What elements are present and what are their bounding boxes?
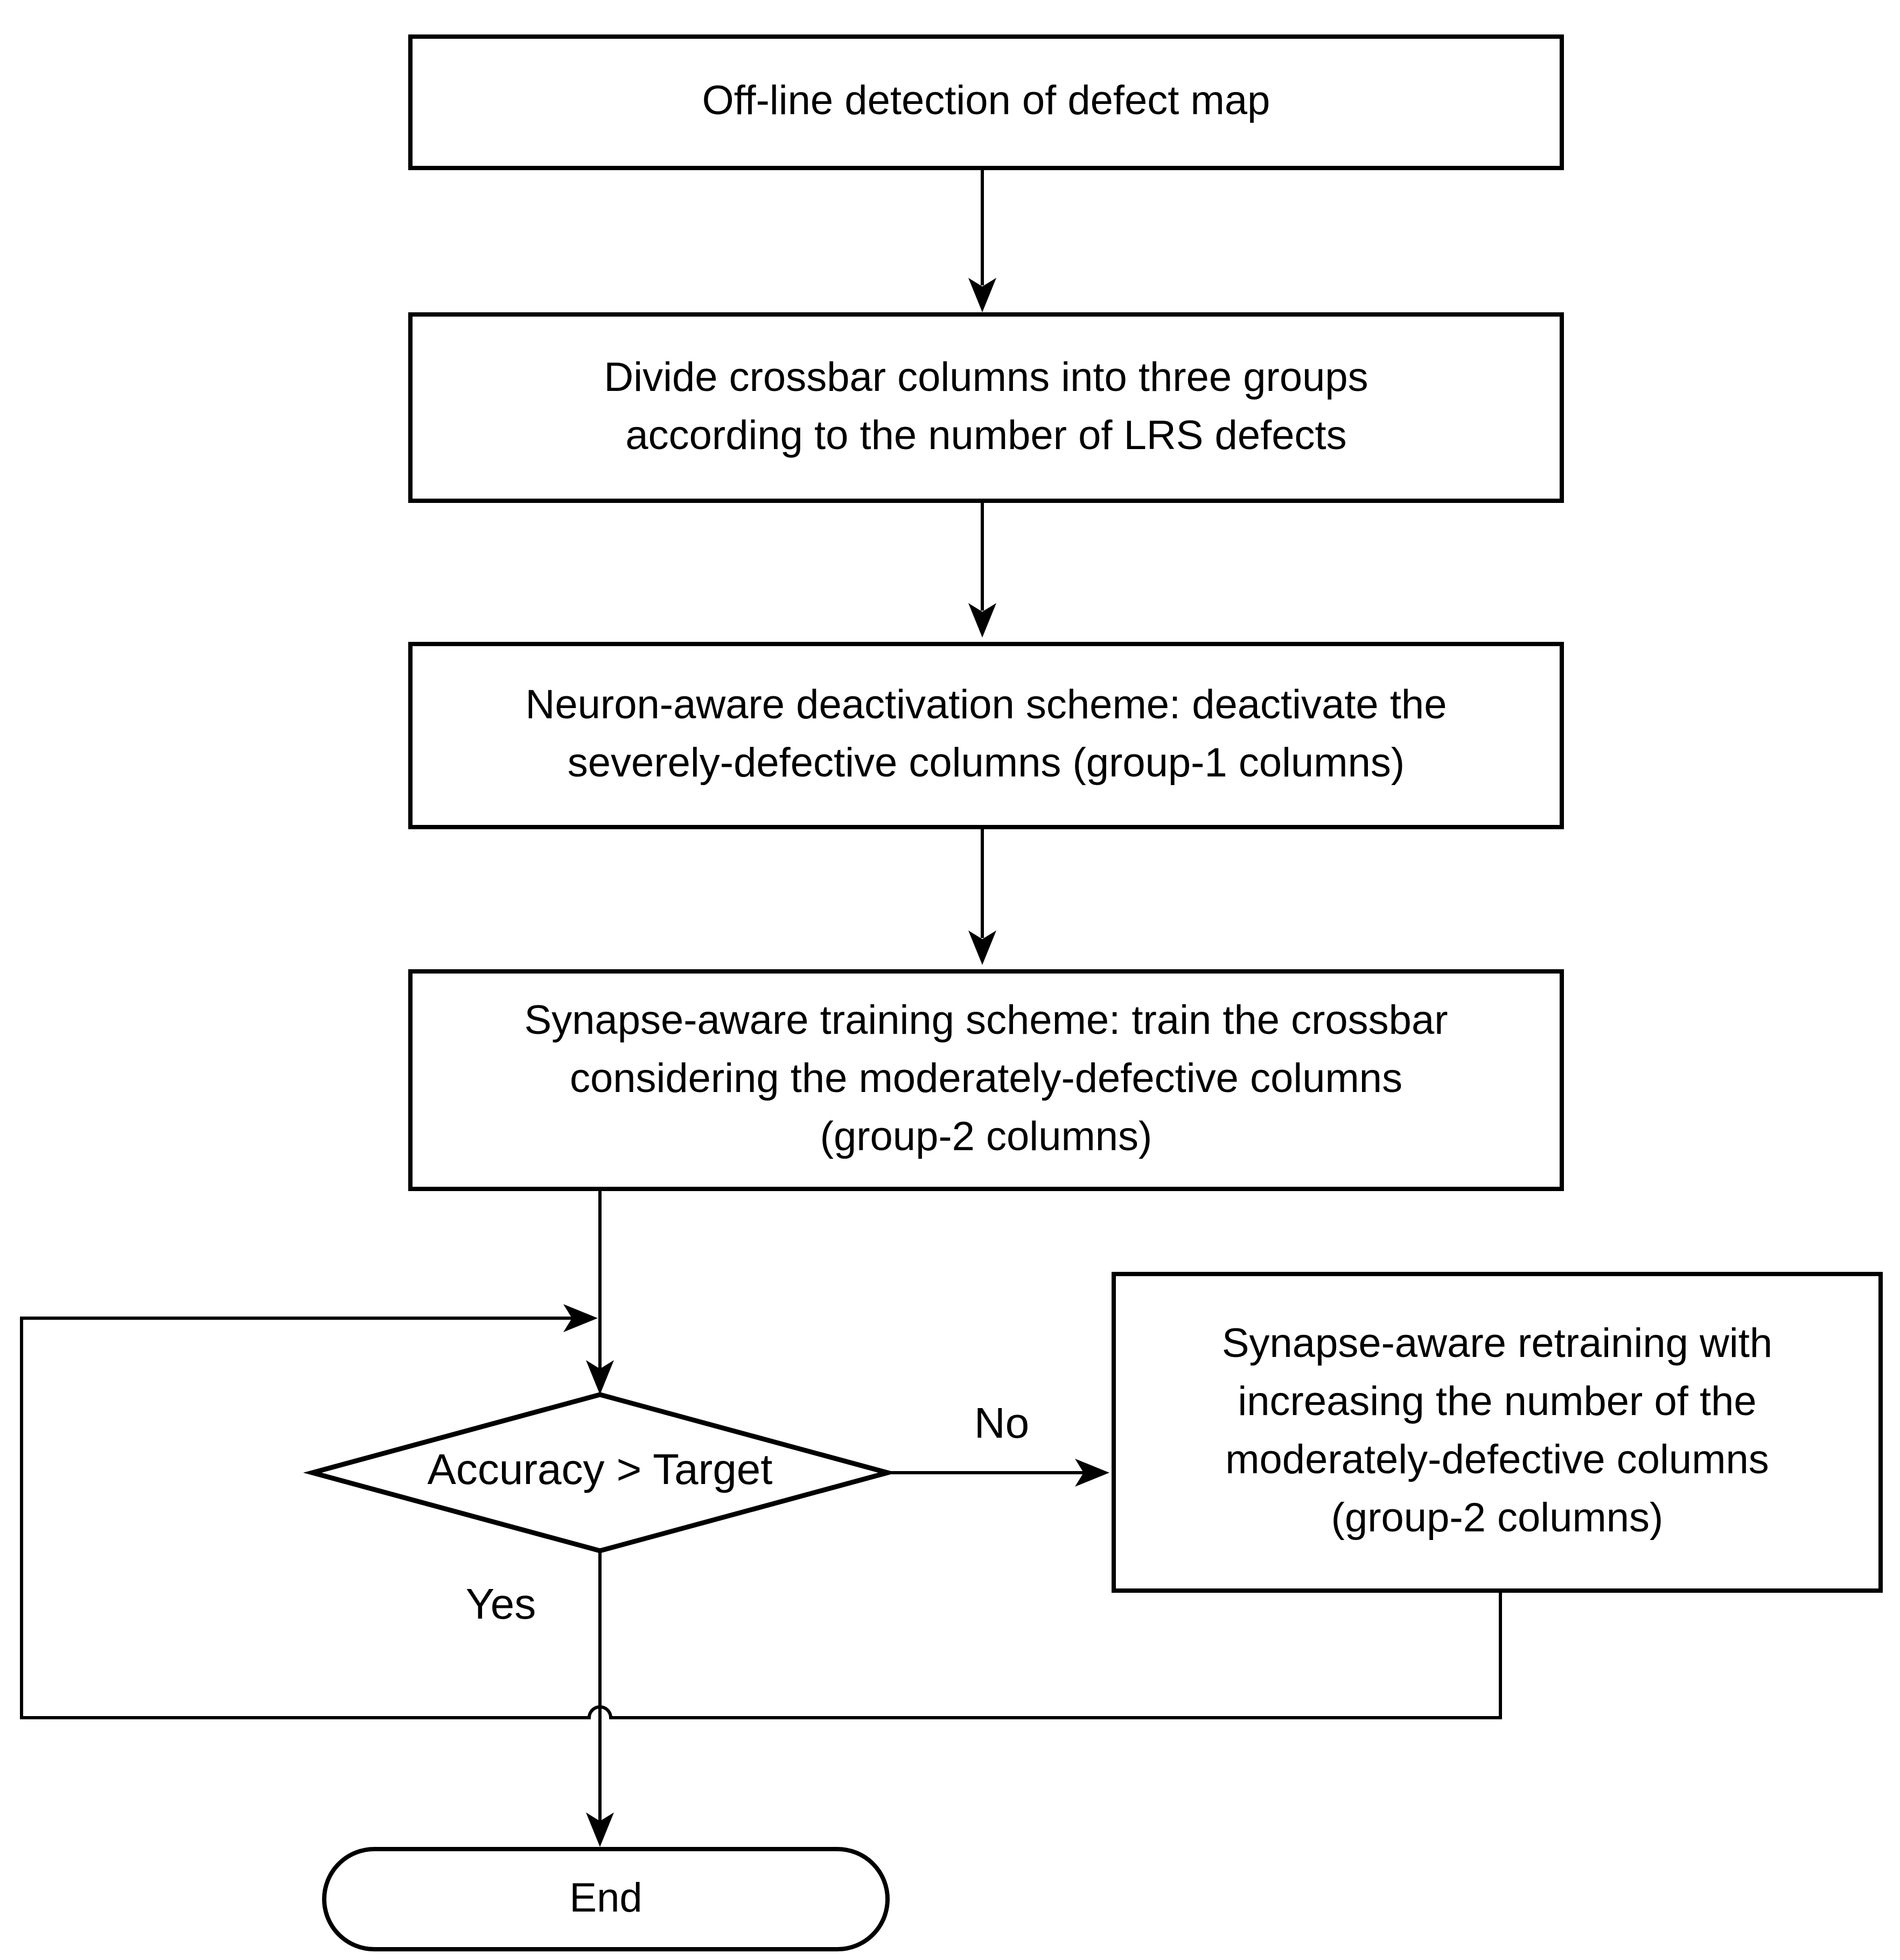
- text-line: End: [569, 1876, 642, 1921]
- arrowhead-down-icon: [968, 603, 996, 638]
- text-line: (group-2 columns): [820, 1114, 1152, 1160]
- text-line: considering the moderately-defective col…: [569, 1056, 1403, 1102]
- process-synapse-training: Synapse-aware training scheme: train the…: [408, 969, 1564, 1191]
- decision-diamond-shape: [303, 1392, 897, 1553]
- text-line: severely-defective columns (group-1 colu…: [567, 741, 1405, 786]
- text-line: Synapse-aware training scheme: train the…: [524, 998, 1448, 1044]
- decision-label: Accuracy > Target: [427, 1446, 773, 1494]
- process-offline-detection: Off-line detection of defect map: [408, 34, 1564, 170]
- process-neuron-deactivation: Neuron-aware deactivation scheme: deacti…: [408, 642, 1564, 829]
- arrowhead-right-icon: [1075, 1459, 1109, 1487]
- text-line: Neuron-aware deactivation scheme: deacti…: [525, 683, 1447, 729]
- arrowhead-down-icon: [968, 278, 996, 312]
- text-line: according to the number of LRS defects: [625, 413, 1347, 458]
- text-line: (group-2 columns): [1331, 1495, 1664, 1541]
- text-line: moderately-defective columns: [1225, 1438, 1769, 1483]
- process-divide-columns: Divide crossbar columns into three group…: [408, 312, 1564, 503]
- no-edge-label: No: [974, 1400, 1030, 1447]
- process-synapse-retraining: Synapse-aware retraining with increasing…: [1112, 1272, 1883, 1593]
- arrowhead-right-icon: [563, 1304, 598, 1332]
- text-line: Divide crossbar columns into three group…: [604, 355, 1368, 401]
- text-line: Off-line detection of defect map: [702, 79, 1270, 124]
- terminator-end: End: [322, 1847, 890, 1951]
- arrowhead-down-icon: [968, 930, 996, 965]
- arrowhead-down-icon: [586, 1812, 614, 1847]
- text-line: increasing the number of the: [1238, 1380, 1757, 1425]
- text-line: Synapse-aware retraining with: [1221, 1321, 1773, 1367]
- arrowhead-down-icon: [586, 1360, 614, 1395]
- yes-edge-label: Yes: [465, 1581, 536, 1628]
